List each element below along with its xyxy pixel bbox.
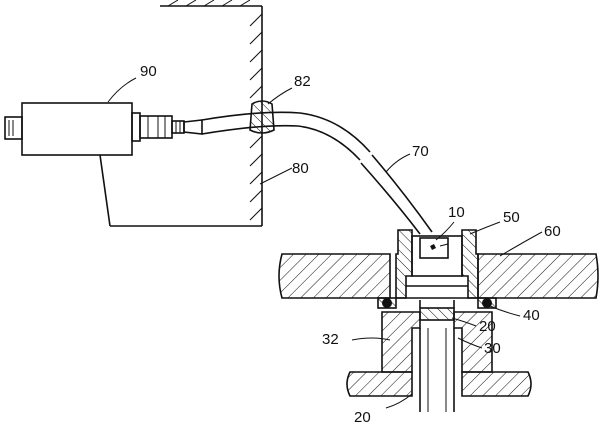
label-82: 82: [294, 73, 311, 90]
label-20-upper: 20: [479, 318, 496, 335]
label-90: 90: [140, 63, 157, 80]
label-20-lower: 20: [354, 409, 371, 426]
label-40: 40: [523, 307, 540, 324]
sensor-unit: [4, 102, 203, 227]
wall: [110, 0, 263, 227]
shaft: [419, 328, 455, 412]
cable: [201, 111, 433, 235]
label-30: 30: [484, 340, 501, 357]
seal-ring: [377, 297, 497, 309]
housing: [395, 229, 479, 299]
label-80: 80: [292, 160, 309, 177]
label-70: 70: [412, 143, 429, 160]
probe: [419, 237, 449, 259]
label-50: 50: [503, 209, 520, 226]
label-60: 60: [544, 223, 561, 240]
grommet: [249, 100, 275, 134]
plate: [278, 253, 599, 299]
label-32: 32: [322, 331, 339, 348]
base-flange: [346, 371, 532, 397]
block: [381, 300, 493, 373]
leader-lines: [107, 77, 543, 409]
label-10: 10: [448, 204, 465, 221]
labels: 90 82 80 70 10 50 60 40 20 30 32 20: [140, 63, 561, 426]
